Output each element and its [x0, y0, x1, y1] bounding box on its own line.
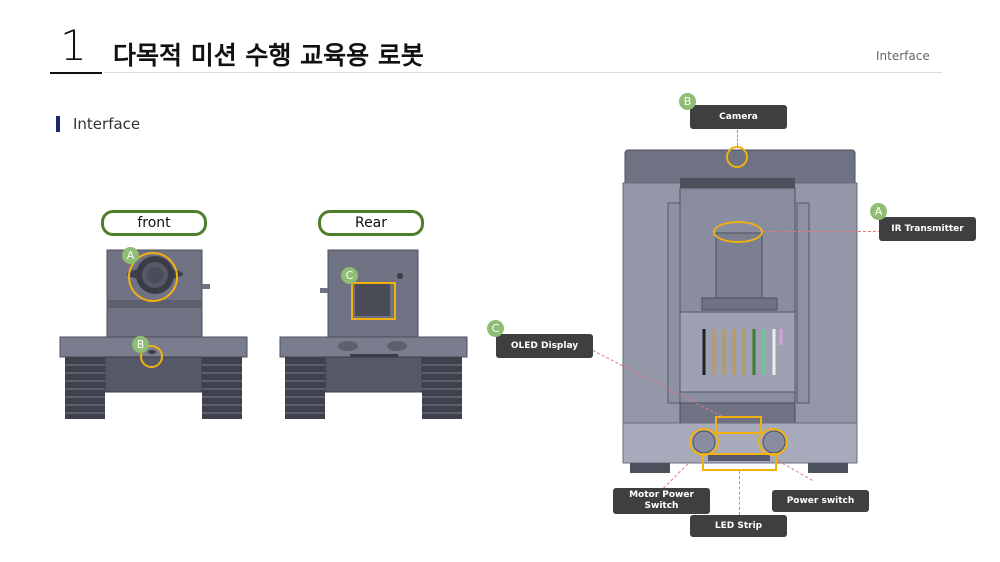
section-number: 1 [60, 21, 87, 70]
badge-a-ir: A [870, 203, 887, 220]
rear-display-highlight [351, 282, 396, 320]
ir-transmitter-callout: IR Transmitter [879, 217, 976, 241]
camera-callout: Camera [690, 105, 787, 129]
badge-a-front: A [122, 247, 139, 264]
header-divider [104, 72, 942, 73]
power-switch-callout: Power switch [772, 490, 869, 512]
power-switch-highlight [758, 428, 788, 456]
front-sensor-highlight [140, 345, 163, 368]
robot-rear-view [279, 249, 468, 419]
led-strip-leader-line [739, 471, 740, 515]
subheader-accent-bar [56, 116, 60, 132]
robot-rear-drawing [279, 249, 468, 419]
page-title: 다목적 미션 수행 교육용 로봇 [113, 41, 424, 70]
badge-c-rear: C [341, 267, 358, 284]
camera-highlight [726, 146, 748, 168]
badge-b-camera: B [679, 93, 696, 110]
motor-power-switch-highlight [689, 428, 719, 456]
camera-leader-line [737, 130, 738, 146]
ir-leader-line [763, 231, 881, 232]
badge-b-front: B [132, 336, 149, 353]
front-view-label: front [101, 210, 207, 236]
ir-transmitter-highlight [713, 221, 763, 243]
header-section-label: Interface [876, 49, 930, 63]
subheader-title: Interface [73, 115, 141, 133]
front-camera-highlight [128, 252, 178, 302]
rear-view-label: Rear [318, 210, 424, 236]
led-strip-callout: LED Strip [690, 515, 787, 537]
oled-display-callout: OLED Display [496, 334, 593, 358]
led-strip-highlight [702, 453, 777, 471]
section-number-underline [50, 72, 102, 74]
motor-power-switch-callout: Motor Power Switch [613, 488, 710, 514]
oled-display-highlight [715, 416, 762, 434]
badge-c-oled: C [487, 320, 504, 337]
